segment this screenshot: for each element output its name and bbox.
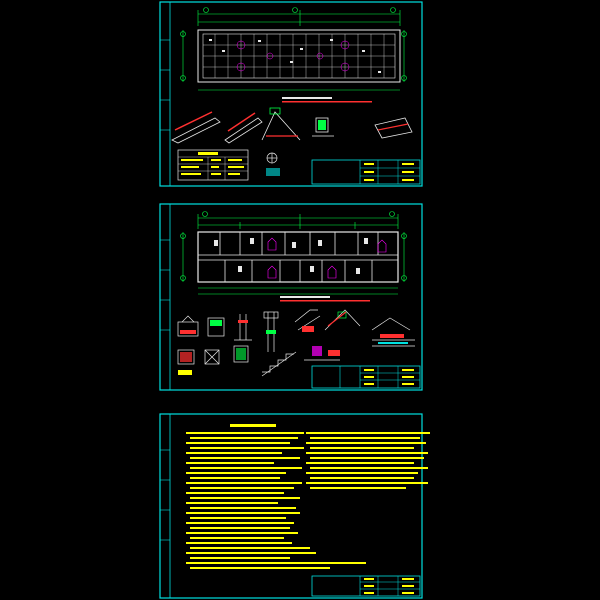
binding-strip-ticks bbox=[160, 239, 170, 331]
dimension-lines-top bbox=[197, 214, 399, 229]
roof-plan-drawing bbox=[197, 29, 401, 83]
binding-strip bbox=[159, 1, 171, 187]
foundation-detail-1 bbox=[177, 315, 199, 337]
dimension-lines-bottom bbox=[182, 232, 405, 295]
title-block bbox=[311, 159, 421, 185]
eave-detail bbox=[374, 117, 413, 139]
design-notes-sheet[interactable] bbox=[159, 413, 430, 599]
notes-column-right bbox=[306, 432, 430, 489]
pipe-detail bbox=[304, 346, 340, 361]
column-detail bbox=[312, 117, 334, 137]
binding-strip-ticks bbox=[160, 449, 170, 541]
beam-detail-2 bbox=[204, 349, 220, 365]
beam-detail-3 bbox=[233, 345, 249, 363]
roof-detail-1 bbox=[171, 111, 221, 144]
foundation-detail-2 bbox=[207, 317, 225, 337]
column-section bbox=[263, 311, 279, 352]
notes-heading bbox=[230, 424, 276, 427]
material-table bbox=[177, 149, 249, 181]
title-block bbox=[311, 365, 421, 389]
binding-strip bbox=[159, 203, 171, 391]
sheet-frame bbox=[159, 413, 423, 599]
dimension-lines-top bbox=[197, 10, 401, 26]
section-title-bar bbox=[282, 97, 372, 103]
stair-detail-1 bbox=[294, 309, 321, 332]
roof-detail-2 bbox=[224, 112, 263, 144]
wall-detail bbox=[234, 314, 252, 341]
binding-strip bbox=[159, 413, 171, 599]
axis-bubbles bbox=[180, 7, 407, 81]
floor-plan-drawing bbox=[197, 231, 399, 283]
stair-detail-2 bbox=[261, 351, 297, 377]
roof-edge-detail bbox=[324, 309, 361, 331]
connection-detail bbox=[266, 152, 280, 176]
notes-column-left bbox=[186, 432, 366, 569]
elevation-detail bbox=[371, 317, 415, 347]
roof-plan-sheet[interactable] bbox=[159, 1, 423, 187]
binding-strip-ticks bbox=[160, 39, 170, 131]
title-block bbox=[311, 575, 421, 597]
section-title-bar bbox=[280, 296, 370, 302]
dimension-lines-side bbox=[182, 30, 405, 91]
floor-plan-sheet[interactable] bbox=[159, 203, 423, 391]
beam-detail-1 bbox=[177, 349, 195, 375]
axis-bubbles bbox=[180, 211, 407, 281]
ridge-detail bbox=[261, 107, 301, 141]
